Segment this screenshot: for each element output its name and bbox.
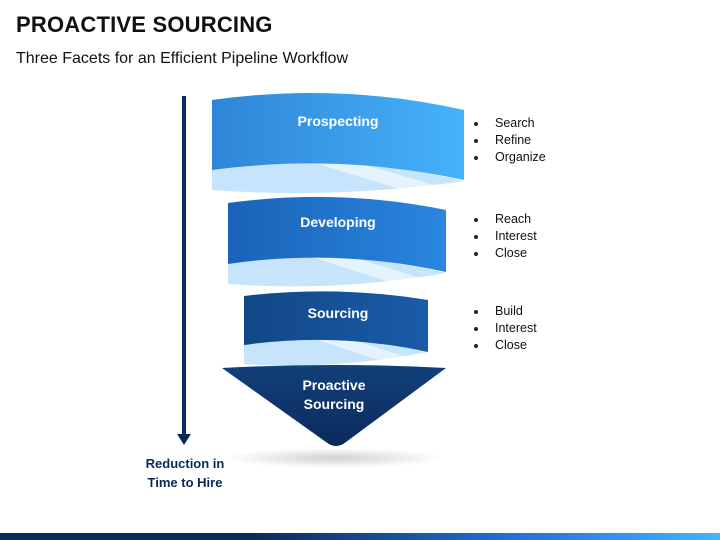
- stage-sourcing-band: [244, 291, 428, 352]
- stage-sourcing-label: Sourcing: [308, 305, 369, 321]
- stage-developing-band: [228, 196, 446, 272]
- bullet-item: Refine: [472, 132, 546, 149]
- stage-developing-label: Developing: [300, 214, 375, 230]
- funnel-tip: [222, 365, 446, 446]
- stage-prospecting-band: [212, 92, 464, 180]
- page-subtitle: Three Facets for an Efficient Pipeline W…: [16, 50, 348, 67]
- reduction-label-line2: Time to Hire: [147, 475, 223, 490]
- stage-developing-bullets: Reach Interest Close: [472, 211, 537, 262]
- arrow-shaft: [182, 96, 186, 434]
- reduction-arrow: [177, 96, 191, 445]
- stage-prospecting-stripe: [288, 155, 445, 190]
- funnel-tip-label-line1: Proactive: [302, 377, 365, 393]
- funnel-shadow: [224, 448, 444, 468]
- stage-sourcing-stripe: [300, 334, 416, 362]
- stage-prospecting-label: Prospecting: [298, 113, 379, 129]
- stage-prospecting-bullets: Search Refine Organize: [472, 115, 546, 166]
- stage-sourcing-bullets: Build Interest Close: [472, 303, 537, 354]
- bullet-item: Interest: [472, 228, 537, 245]
- bullet-item: Close: [472, 245, 537, 262]
- bullet-item: Build: [472, 303, 537, 320]
- funnel-tip-label-line2: Sourcing: [304, 396, 365, 412]
- bullet-item: Organize: [472, 149, 546, 166]
- bullet-item: Reach: [472, 211, 537, 228]
- arrow-head: [177, 434, 191, 445]
- stage-developing-stripe: [290, 250, 430, 283]
- footer-accent-bar: [0, 533, 720, 540]
- bullet-item: Close: [472, 337, 537, 354]
- page-title: PROACTIVE SOURCING: [16, 12, 273, 37]
- bullet-item: Interest: [472, 320, 537, 337]
- bullet-item: Search: [472, 115, 546, 132]
- reduction-label: Reduction in Time to Hire: [130, 454, 240, 492]
- reduction-label-line1: Reduction in: [145, 456, 225, 471]
